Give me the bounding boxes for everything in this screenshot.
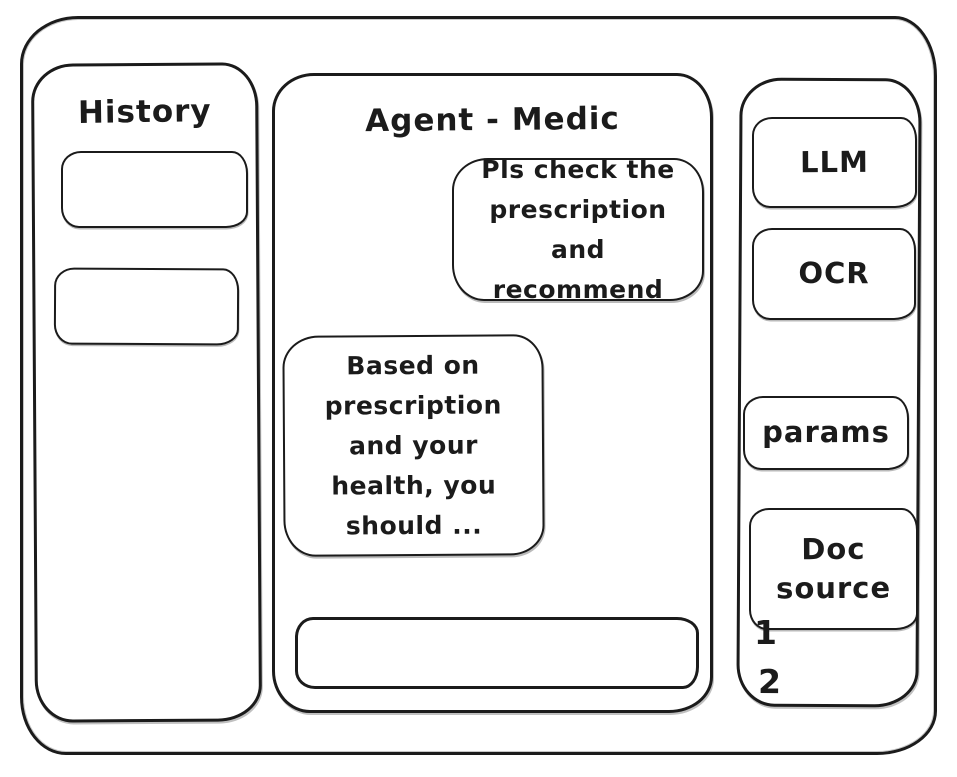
params-button[interactable]: params — [743, 396, 909, 470]
history-panel-title: History — [77, 93, 212, 131]
ocr-button[interactable]: OCR — [752, 228, 916, 320]
annotation-1: 1 — [754, 613, 777, 652]
doc-source-button[interactable]: Doc source — [749, 508, 918, 630]
chat-message-user: Pls check the prescription and recommend — [452, 155, 704, 304]
annotation-2: 2 — [757, 661, 782, 702]
history-item[interactable] — [53, 267, 240, 346]
chat-panel-title: Agent - Medic — [365, 100, 620, 140]
llm-button[interactable]: LLM — [752, 117, 917, 208]
history-item[interactable] — [61, 151, 248, 228]
ocr-button-label: OCR — [798, 256, 870, 291]
llm-button-label: LLM — [799, 144, 870, 180]
chat-message-agent-text: Based on prescription and your health, y… — [324, 350, 502, 540]
chat-message-user-text: Pls check the prescription and recommend — [481, 154, 675, 304]
message-input[interactable] — [295, 617, 699, 689]
params-button-label: params — [762, 415, 890, 450]
doc-source-button-label: Doc source — [776, 531, 892, 606]
chat-message-agent: Based on prescription and your health, y… — [282, 334, 545, 557]
